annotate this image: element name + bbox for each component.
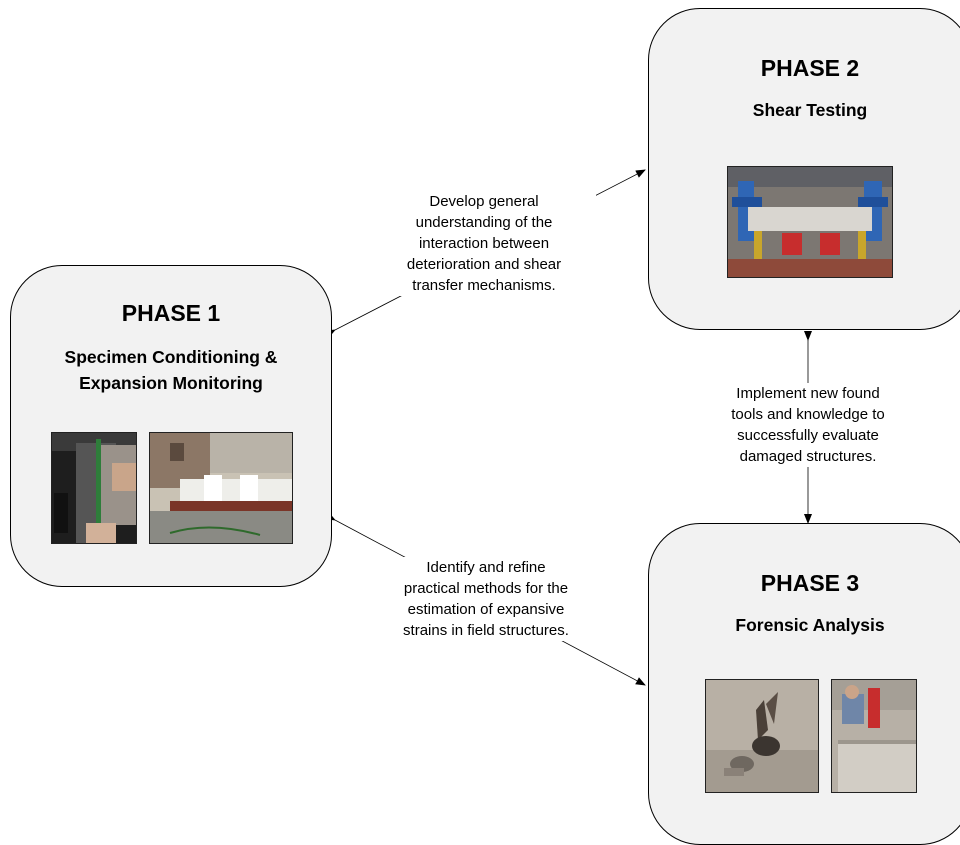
note-phase1-phase2: Develop general understanding of the int… [372, 191, 596, 296]
phase1-photo-specimens [149, 432, 293, 544]
phase3-subtitle: Forensic Analysis [735, 615, 885, 635]
phase3-box: PHASE 3 Forensic Analysis [648, 523, 960, 845]
phase3-title: PHASE 3 [760, 570, 860, 596]
note-line: strains in field structures. [403, 622, 569, 639]
phase1-title: PHASE 1 [121, 300, 221, 326]
note-line: damaged structures. [739, 448, 877, 465]
note-line: tools and knowledge to [731, 406, 885, 423]
phase1-photo-measurement [51, 432, 137, 544]
note-line: Implement new found [736, 385, 880, 402]
note-line: Identify and refine [426, 559, 546, 576]
note-line: interaction between [418, 235, 550, 252]
note-line: transfer mechanisms. [412, 277, 556, 294]
phase1-subtitle-line1: Specimen Conditioning & [64, 347, 278, 367]
phase1-subtitle-line2: Expansion Monitoring [79, 373, 263, 393]
phase2-box: PHASE 2 Shear Testing [648, 8, 960, 330]
note-line: successfully evaluate [737, 427, 879, 444]
note-phase1-phase3: Identify and refine practical methods fo… [364, 557, 608, 641]
note-line: Develop general [429, 193, 539, 210]
phase2-subtitle: Shear Testing [752, 100, 868, 120]
note-line: estimation of expansive [407, 601, 565, 618]
phase3-photo-field-drilling [831, 679, 917, 793]
phase1-box: PHASE 1 Specimen Conditioning & Expansio… [10, 265, 332, 587]
phase2-photo-shear-test-rig [727, 166, 893, 278]
phase2-title: PHASE 2 [760, 55, 860, 81]
note-line: deterioration and shear [406, 256, 562, 273]
note-line: practical methods for the [403, 580, 569, 597]
phase3-photo-core-sample [705, 679, 819, 793]
note-phase2-phase3: Implement new found tools and knowledge … [698, 383, 918, 467]
note-line: understanding of the [415, 214, 553, 231]
